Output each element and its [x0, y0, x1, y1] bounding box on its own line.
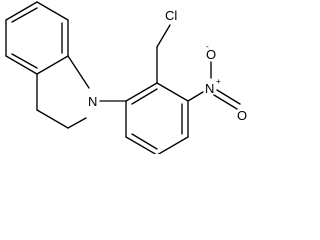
bond-aryl-c4-c5 [157, 136, 189, 154]
chemical-structure-canvas: Cl N N + O - O [5, 1, 248, 154]
ring-nitrogen-atom-label: N [88, 94, 97, 109]
bond-aryl-inner-bottom [131, 133, 158, 150]
nitro-positive-charge: + [216, 77, 221, 86]
benzo-ring [5, 1, 69, 75]
bond-aryl-c2-c3 [156, 82, 189, 102]
molecule-drawing: Cl N N + O - O [5, 1, 247, 154]
nitro-nitrogen-atom-label: N [205, 81, 214, 96]
bond-c3-c2 [36, 109, 69, 129]
bond-aryl-c5-c6 [125, 136, 157, 154]
bond-aryl-c1-c2 [125, 82, 158, 102]
bond-c2-n [67, 117, 87, 129]
nitro-oxygen-bottom-label: O [237, 108, 247, 123]
nitrophenyl-ring [125, 82, 189, 154]
bond-nitro-o-bottom-b [213, 94, 238, 110]
bond-ch2-cl [156, 24, 171, 48]
bond-benzo-bottom-right [36, 55, 69, 75]
bond-aryl-inner-top [131, 88, 158, 105]
bond-aryl-nitro [187, 91, 204, 102]
chlorine-atom-label: Cl [165, 8, 177, 23]
bond-benzo-bottom-left [5, 55, 38, 75]
bond-n-c8a [67, 55, 90, 89]
bond-benzo-top-left [5, 1, 38, 21]
nitro-oxygen-top-label: O [206, 47, 216, 62]
nitro-negative-charge: - [206, 42, 209, 51]
bond-benzo-inner-bottom [11, 53, 38, 69]
bond-nitro-o-bottom-a [216, 89, 241, 105]
bond-benzo-top-right [36, 1, 69, 21]
bond-benzo-inner-top [11, 7, 38, 23]
saturated-ring [36, 55, 90, 129]
